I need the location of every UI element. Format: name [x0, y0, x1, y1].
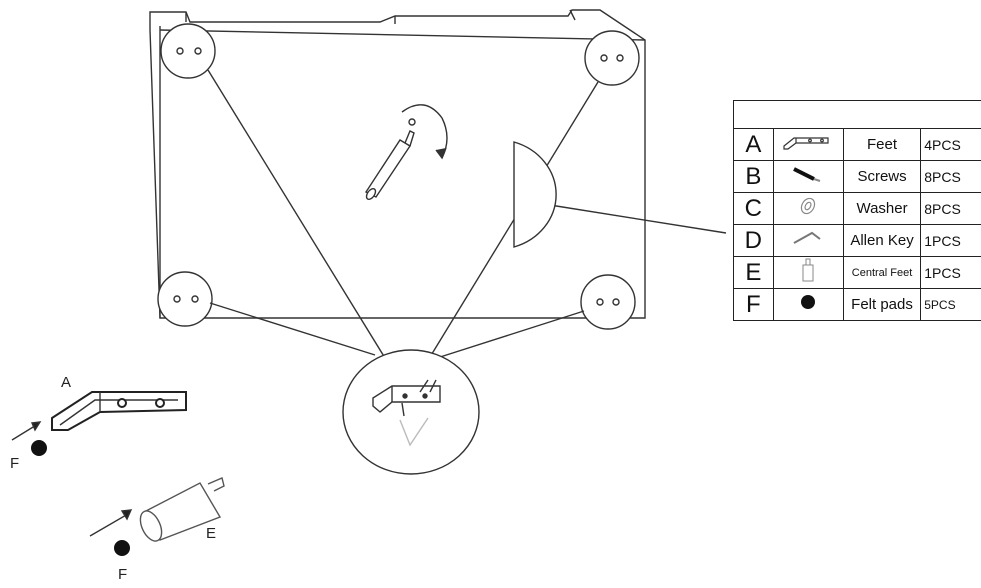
part-letter: C [733, 192, 774, 225]
parts-list-table: A Feet 4PCS B Screws 8PCS C Washer 8PCS … [733, 100, 981, 321]
leader-lines [207, 69, 727, 359]
foot-position-bottom-right [580, 274, 636, 330]
label-foot-a: A [61, 374, 72, 391]
screw-icon [793, 167, 821, 182]
felt-pad-f-bottom [114, 540, 130, 556]
part-quantity: 5PCS [920, 288, 981, 321]
parts-table-row: C Washer 8PCS [733, 192, 981, 225]
part-quantity: 8PCS [920, 192, 981, 225]
part-quantity: 8PCS [920, 160, 981, 193]
foot-bracket-a [51, 391, 187, 431]
felt-pad-f-top [31, 440, 47, 456]
parts-table-header-row [733, 100, 981, 129]
part-letter: B [733, 160, 774, 193]
central-foot-rotation [364, 104, 448, 201]
parts-table-row: E Central Feet 1PCS [733, 256, 981, 289]
central-foot-icon [802, 258, 814, 282]
label-central-e: E [206, 525, 217, 542]
parts-table-row: A Feet 4PCS [733, 128, 981, 161]
part-letter: D [733, 224, 774, 257]
foot-position-bottom-left [157, 271, 213, 327]
part-name: Allen Key [842, 224, 922, 257]
foot-bracket-icon [783, 137, 829, 150]
washer-icon [801, 197, 816, 215]
arrow-to-foot-e [89, 513, 129, 537]
felt-pad-icon [801, 295, 816, 309]
label-felt-f-top: F [10, 455, 20, 472]
foot-position-top-right [584, 30, 640, 86]
parts-table-row: F Felt pads 5PCS [733, 288, 981, 321]
part-letter: E [733, 256, 774, 289]
central-foot-position [513, 141, 557, 248]
central-foot-e [139, 477, 225, 542]
part-letter: F [733, 288, 774, 321]
part-quantity: 4PCS [920, 128, 981, 161]
part-quantity: 1PCS [920, 256, 981, 289]
part-quantity: 1PCS [920, 224, 981, 257]
part-name: Central Feet [842, 256, 922, 289]
allen-key-icon [793, 231, 821, 244]
parts-table-row: B Screws 8PCS [733, 160, 981, 193]
part-name: Feet [842, 128, 922, 161]
part-name: Screws [842, 160, 922, 193]
rotation-arrow-icon [401, 104, 448, 159]
parts-table-row: D Allen Key 1PCS [733, 224, 981, 257]
foot-position-top-left [160, 23, 216, 79]
label-felt-f-bottom: F [118, 566, 128, 583]
detail-circle [342, 349, 480, 475]
part-letter: A [733, 128, 774, 161]
part-name: Felt pads [842, 288, 922, 321]
part-name: Washer [842, 192, 922, 225]
